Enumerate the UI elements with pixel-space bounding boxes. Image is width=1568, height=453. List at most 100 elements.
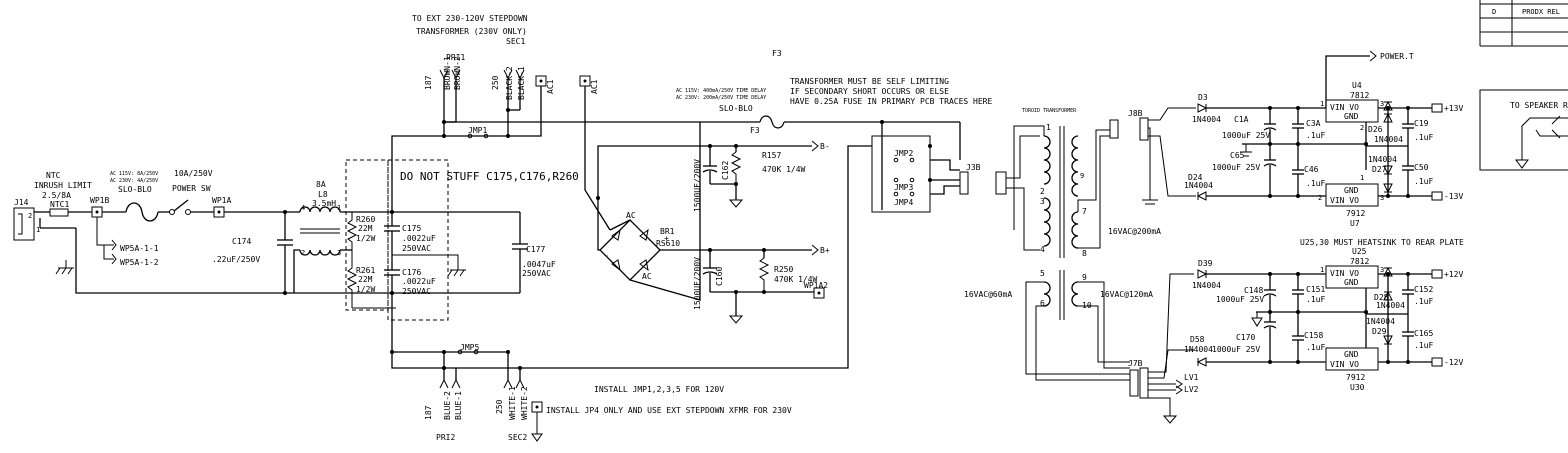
xfmr-pin-7: 7 xyxy=(1082,207,1087,216)
wp1a2-label: WP1A2 xyxy=(804,281,828,290)
r260-value: 22M xyxy=(358,224,373,233)
heatsink-note: U25,30 MUST HEATSINK TO REAR PLATE xyxy=(1300,238,1464,247)
d58-diode xyxy=(1196,357,1207,367)
c176-voltage: 250VAC xyxy=(402,287,431,296)
xfmr-note-1: TRANSFORMER MUST BE SELF LIMITING xyxy=(790,77,949,86)
ntc-rating: 2.5/8A xyxy=(42,191,71,200)
u30-regulator xyxy=(1325,347,1379,371)
c152-value: .1uF xyxy=(1414,297,1433,306)
c165-label: C165 xyxy=(1414,329,1433,338)
r260-watt: 1/2W xyxy=(356,234,375,243)
b-plus-arrow xyxy=(811,244,819,256)
speaker-box: TO SPEAKER R xyxy=(1479,89,1568,171)
blue1-label: BLUE-1 xyxy=(454,391,463,420)
j7b-label: J7B xyxy=(1128,359,1143,368)
c177-label: C177 xyxy=(526,245,545,254)
svg-text:3: 3 xyxy=(1380,194,1384,202)
xfmr-pin-2: 2 xyxy=(1040,187,1045,196)
p12v-terminal xyxy=(1431,269,1443,279)
jmp3-label: JMP3 xyxy=(894,183,913,192)
slo-blo-sw-label: SLO-BLO xyxy=(118,185,152,194)
j14-connector: J14 2 1 xyxy=(13,198,40,241)
u25-gnd: GND xyxy=(1344,278,1359,287)
jmp5-label: JMP5 xyxy=(460,343,479,352)
wp1a-label: WP1A xyxy=(212,196,231,205)
power-switch-lever xyxy=(173,199,189,212)
d27-part: 1N4004 xyxy=(1368,155,1397,164)
brown1-label: BROWN-1 xyxy=(443,56,452,90)
power-switch-contact-a xyxy=(169,209,175,215)
c175-value: .0022uF xyxy=(402,234,436,243)
black2-label: BLACK-2 xyxy=(505,66,514,100)
c165-value: .1uF xyxy=(1414,341,1433,350)
sw-fuse-note-2: AC 230V: 4A/250V xyxy=(110,178,158,184)
toroid-label: TOROID TRANSFORMER xyxy=(1022,108,1077,114)
c175-voltage: 250VAC xyxy=(402,244,431,253)
u25-pins: VIN VO xyxy=(1330,269,1359,278)
svg-text:9: 9 xyxy=(1080,172,1084,180)
m13v-terminal xyxy=(1431,191,1443,201)
c162-label: C162 xyxy=(721,161,730,180)
input-fuse xyxy=(125,202,159,222)
brown2-label: BROWN-2 xyxy=(453,56,462,90)
d39-diode xyxy=(1197,269,1208,279)
c65-label: C65 xyxy=(1230,151,1245,160)
d24-label: D24 xyxy=(1188,173,1203,182)
wp1b-label: WP1B xyxy=(90,196,109,205)
d26-label: D26 xyxy=(1368,125,1383,134)
br1-part: RS610 xyxy=(656,239,680,248)
f3-note-1: AC 115V: 400mA/250V TIME DELAY xyxy=(676,88,766,94)
f3-label: F3 xyxy=(750,126,760,135)
c50-label: C50 xyxy=(1414,163,1429,172)
svg-text:1: 1 xyxy=(36,226,40,234)
jmp2-label: JMP2 xyxy=(894,149,913,158)
xfmr-secondary-coil-b xyxy=(1071,211,1079,249)
d39-label: D39 xyxy=(1198,259,1213,268)
f3-top-label: F3 xyxy=(772,49,782,58)
c148-label: C148 xyxy=(1244,286,1263,295)
u7-regulator xyxy=(1325,183,1379,207)
sec1-label: SEC1 xyxy=(506,37,525,46)
power-sw-label: POWER SW xyxy=(172,184,211,193)
wp5a-2-label: WP5A-1-2 xyxy=(120,258,159,267)
prodx-label: PRODX REL xyxy=(1522,8,1560,16)
xfmr2-primary-coil xyxy=(1043,281,1051,307)
c176-label: C176 xyxy=(402,268,421,277)
d29-label: D29 xyxy=(1372,327,1387,336)
c46-label: C46 xyxy=(1304,165,1319,174)
xfmr-pin-9: 9 xyxy=(1082,273,1087,282)
black1-label: BLACK-1 xyxy=(517,66,526,100)
c65-value: 1000uF 25V xyxy=(1212,163,1260,172)
u4-label: U4 xyxy=(1352,81,1362,90)
c19-label: C19 xyxy=(1414,119,1429,128)
svg-text:1: 1 xyxy=(337,204,341,212)
c3a-value: .1uF xyxy=(1306,131,1325,140)
c177-voltage: 250VAC xyxy=(522,269,551,278)
u25-regulator xyxy=(1325,265,1379,289)
u30-gnd: GND xyxy=(1344,350,1359,359)
c177-value: .0047uF xyxy=(522,260,556,269)
d3-label: D3 xyxy=(1198,93,1208,102)
label-250-bottom: 250 xyxy=(495,399,504,414)
u4-regulator xyxy=(1325,99,1379,123)
jmp4-label: JMP4 xyxy=(894,198,913,207)
label-250-top: 250 xyxy=(491,75,500,90)
br1-ac-top: AC xyxy=(626,211,636,220)
svg-text:3: 3 xyxy=(1380,100,1384,108)
c162-value: 1500UF/200V xyxy=(693,159,702,212)
c151-value: .1uF xyxy=(1306,295,1325,304)
br1-ac-bottom: AC xyxy=(642,272,652,281)
u4-gnd: GND xyxy=(1344,112,1359,121)
xfmr-pin-1: 1 xyxy=(1046,123,1051,132)
j7b-right xyxy=(1139,367,1149,399)
ac1-label-a: AC1 xyxy=(546,79,555,94)
l8-current: 8A xyxy=(316,180,326,189)
xfmr-pin-4: 4 xyxy=(1040,245,1045,254)
ntc-label: NTC xyxy=(46,171,61,180)
u7-label: U7 xyxy=(1350,219,1360,228)
fuse-f3 xyxy=(759,115,785,129)
xfmr-primary-connector xyxy=(995,171,1007,195)
inrush-label: INRUSH LIMIT xyxy=(34,181,92,190)
m12v-label: -12V xyxy=(1444,358,1463,367)
